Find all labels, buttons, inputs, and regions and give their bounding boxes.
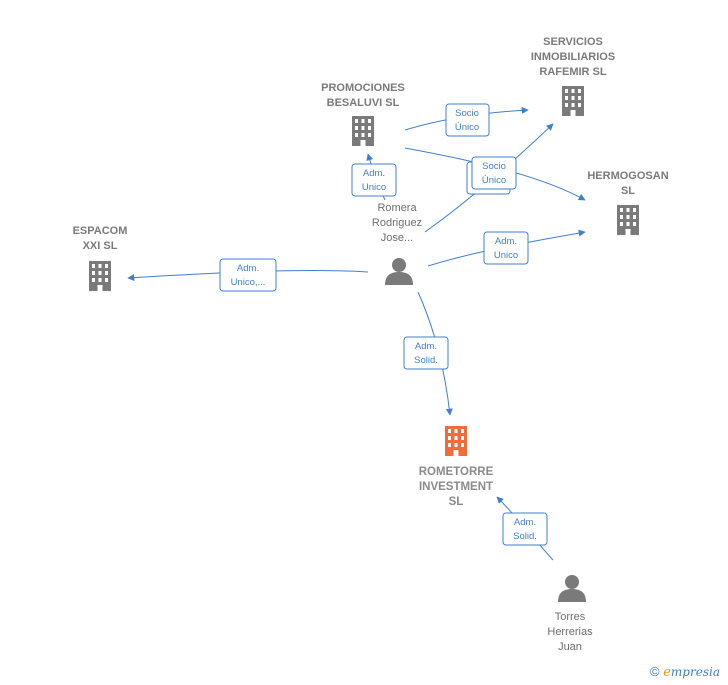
edge-label-box <box>403 336 449 370</box>
edge-label-box <box>483 231 529 265</box>
edge-label-adm-solid-romera[interactable]: Adm.Solid. <box>403 336 449 370</box>
copyright-icon: © <box>650 664 660 679</box>
edge-label-adm-espacom[interactable]: Adm.Unico,... <box>219 258 277 292</box>
person-icon <box>385 258 413 285</box>
building-icon <box>89 261 111 291</box>
building-icon <box>562 86 584 116</box>
edge-label-box <box>351 163 397 197</box>
edge-label-adm-hermogosan[interactable]: Adm.Unico <box>483 231 529 265</box>
building-icon <box>617 205 639 235</box>
building-icon <box>352 116 374 146</box>
brand-name: mpresia <box>670 665 720 679</box>
building-icon <box>445 426 467 456</box>
brand-e: e <box>663 665 671 680</box>
edge-label-box <box>219 258 277 292</box>
edge-label-text: Adm.Unico,... <box>231 263 266 288</box>
brand-logo: © empresia <box>650 664 720 680</box>
edge-label-text: Adm.Solid. <box>414 341 438 366</box>
person-icon <box>558 575 586 602</box>
edge-label-text: Adm.Unico <box>362 168 386 193</box>
edge-label-box <box>471 156 517 190</box>
edge-label-box <box>445 103 490 137</box>
edge-label-adm-promociones[interactable]: Adm.Unico <box>351 163 397 197</box>
edge-label-text: Adm.Solid. <box>513 517 537 542</box>
edge-label-adm-solid-torres[interactable]: Adm.Solid. <box>502 512 548 546</box>
edge-label-text: Adm.Unico <box>494 236 518 261</box>
edge-label-box <box>502 512 548 546</box>
